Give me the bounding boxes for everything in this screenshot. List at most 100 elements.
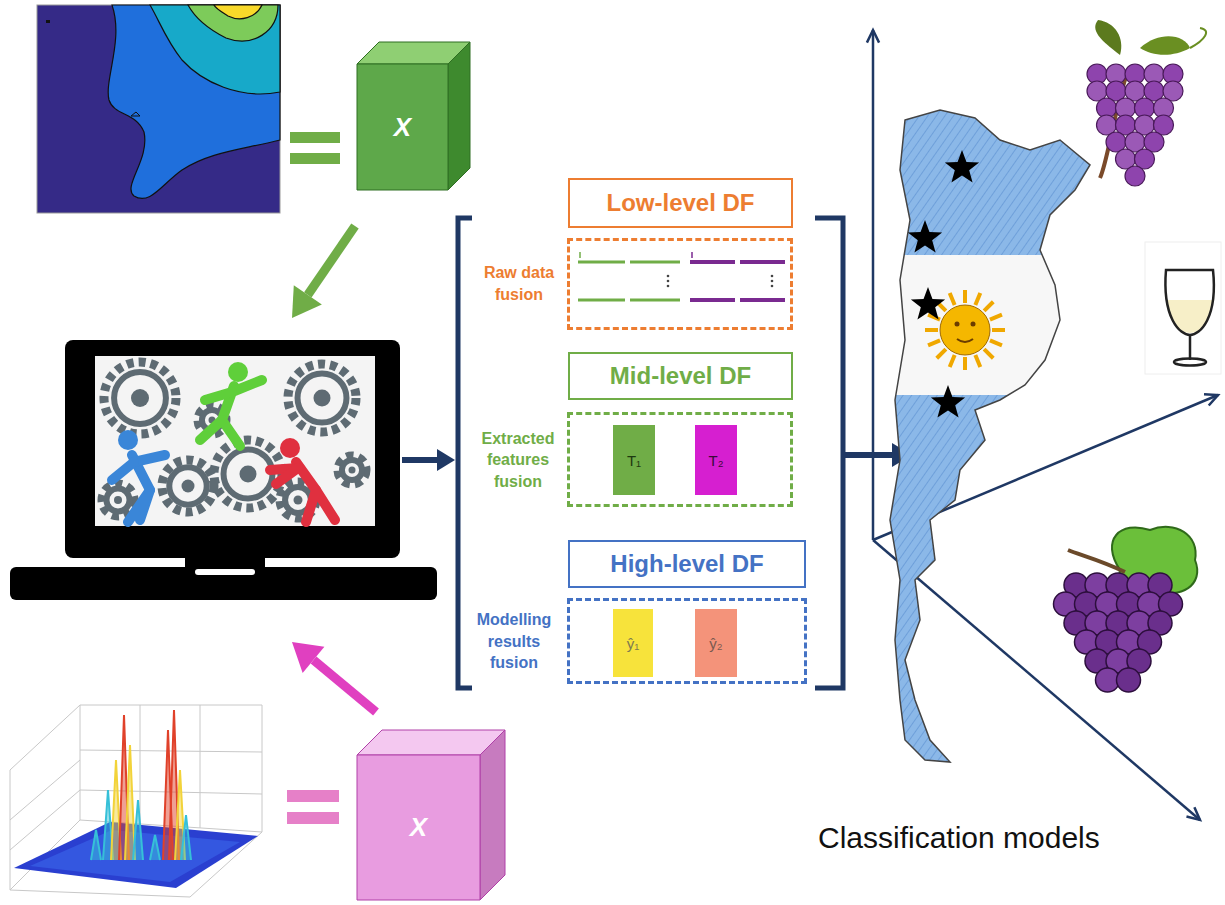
sun-ray [950,293,955,305]
flag-stripe [880,395,1110,770]
data-cube: X [357,42,470,190]
sun-ray [975,293,980,305]
wine [1166,300,1213,333]
grape [1117,668,1141,692]
data-row [578,299,625,302]
sun-ray [950,355,955,367]
gear-hub [294,496,303,505]
contour-dot [46,20,50,23]
equals-bar [290,132,340,143]
cube-top [357,730,505,755]
sun [940,305,990,355]
gear-hub [314,390,331,407]
grape-leaf [1095,20,1121,55]
sun-ray [963,290,967,303]
gear-hub [240,466,257,483]
location-star [945,150,979,183]
grid-line [80,705,81,820]
glass-stem [1189,335,1192,360]
data-dot [667,280,670,283]
contour-region [214,5,262,19]
contour-region [188,5,278,41]
gear [106,488,129,511]
flag-stripe [880,100,1110,255]
sun-ray [937,349,946,358]
figure-limb [112,462,134,480]
flow-arrow-head [437,449,455,471]
grid-line [80,750,262,752]
contour-plot [37,5,280,213]
data-row [630,261,680,264]
laptop-base [10,567,437,600]
fusion-panel: Extracted features fusionT₁T₂ [567,412,793,507]
axis-head [867,30,879,43]
laptop [10,340,437,600]
figure-head [280,438,300,458]
prediction-block: ŷ₁ [613,609,653,677]
grid-line [200,705,201,828]
contour-region [108,5,280,199]
level-title: Mid-level DF [610,362,751,390]
grid-line [10,790,80,850]
surface-peak [91,830,101,860]
score-block: T₁ [613,425,655,495]
data-row [740,298,785,302]
matrix-symbol: X [357,64,448,190]
location-star [931,385,965,418]
vine-curl [1190,28,1206,48]
axis-head [1186,807,1200,820]
wine-glass-icon [1145,242,1221,374]
figure-limb [306,490,316,522]
contour-background [37,5,280,213]
gear-hub [131,389,149,407]
equals-bar [287,790,339,802]
figure-limb [200,420,222,440]
data-dot [771,285,774,288]
block-symbol: T₁ [627,452,641,469]
glass-base [1174,359,1206,366]
figure-limb [205,392,232,400]
bracket [458,218,472,688]
input-arrow-head [292,285,322,318]
grape-stem [1068,550,1125,572]
data-row [690,260,735,264]
contour-dot [131,112,140,116]
data-tick [579,252,581,258]
location-star [908,220,942,253]
data-row [578,261,625,264]
surface-peak [150,835,160,860]
icon-card [1145,242,1221,374]
block-symbol: ŷ₁ [627,635,640,652]
gear [102,484,134,516]
figure-limb [276,468,298,484]
sun-ray [963,357,967,370]
grapes-icon [1087,20,1206,186]
cube-shape [357,730,505,900]
grid-line [140,705,141,824]
flag-stripe [880,100,1110,255]
sun-ray [990,340,1002,345]
level-heading: Low-level DF [568,178,793,228]
equals-bar [287,812,339,824]
fusion-label: Modelling results fusion [467,609,561,674]
level-heading: High-level DF [568,540,806,588]
equals-bar [290,153,340,164]
glass-bowl [1165,270,1213,335]
flag-stripe [880,255,1110,395]
grape [1125,166,1145,186]
data-row [690,298,735,302]
laptop-notch [195,569,255,575]
caption-label: Classification models [818,821,1100,855]
gear [338,456,366,484]
sun-ray [984,302,993,311]
cube-side [448,42,470,190]
input-arrow-shaft [308,226,355,295]
surface-peak [181,815,191,860]
fusion-label: Extracted features fusion [475,427,561,492]
input-arrow-head [292,642,324,673]
level-title: High-level DF [610,550,763,578]
gear [104,362,176,434]
level-title: Low-level DF [606,189,754,217]
prediction-block: ŷ₂ [695,609,737,677]
